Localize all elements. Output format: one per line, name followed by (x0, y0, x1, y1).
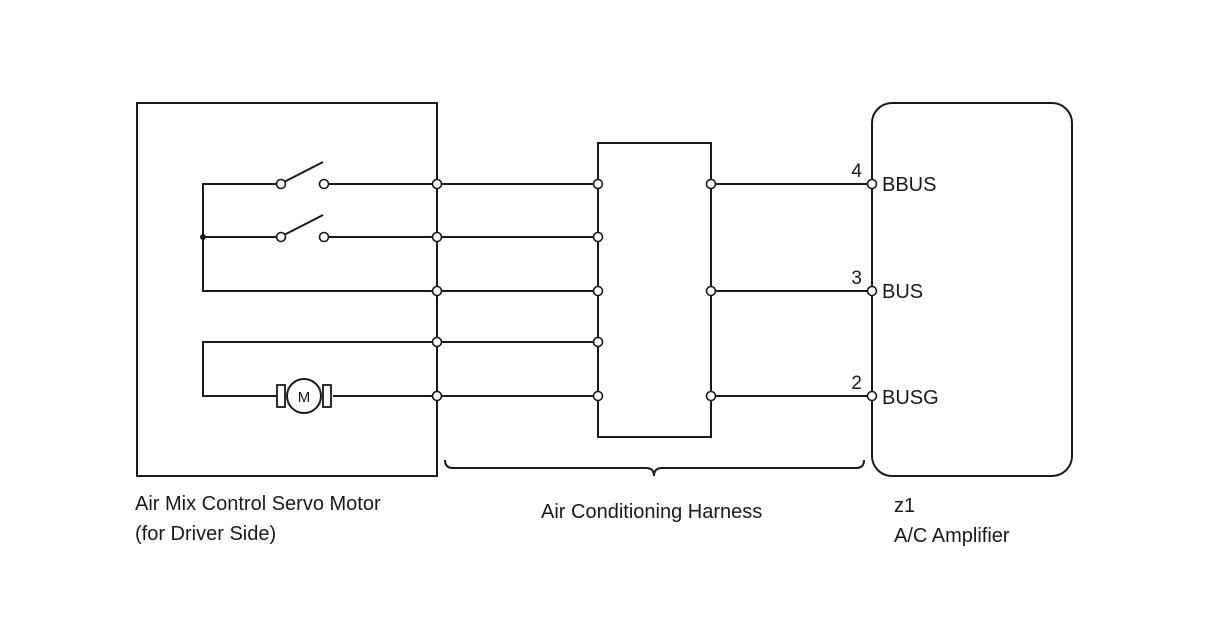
servo-motor-side: (for Driver Side) (135, 523, 277, 545)
motor-label: M (298, 389, 311, 406)
limit-switch-2 (275, 214, 330, 243)
junction-dot (200, 234, 206, 240)
harness-brace (444, 459, 865, 477)
servo-connector-terminals (431, 178, 443, 402)
limit-switch-1 (275, 161, 330, 190)
motor-symbol: M (276, 378, 332, 414)
motor-loop-wire (202, 341, 437, 397)
harness-input-wires (437, 183, 598, 397)
harness-caption: Air Conditioning Harness (541, 497, 762, 527)
amplifier-connector-code: z1 (894, 495, 916, 517)
amplifier-pin-terminals (866, 178, 878, 402)
pin-signal-bbus: BBUS (882, 174, 936, 196)
harness-output-wires (711, 183, 872, 397)
pin-number-bus: 3 (851, 268, 862, 289)
harness-name: Air Conditioning Harness (541, 501, 763, 523)
pin-number-bbus: 4 (851, 161, 862, 182)
pin-signal-busg: BUSG (882, 387, 939, 409)
harness-block (597, 142, 712, 438)
amplifier-caption: z1 A/C Amplifier (894, 491, 1010, 551)
servo-motor-name: Air Mix Control Servo Motor (135, 493, 381, 515)
servo-motor-caption: Air Mix Control Servo Motor (for Driver … (135, 489, 381, 549)
servo-motor-housing (136, 102, 438, 477)
harness-left-terminals (592, 178, 604, 402)
pin-number-busg: 2 (851, 373, 862, 394)
harness-right-terminals (705, 178, 717, 402)
pin-signal-bus: BUS (882, 281, 923, 303)
amplifier-name: A/C Amplifier (894, 525, 1010, 547)
